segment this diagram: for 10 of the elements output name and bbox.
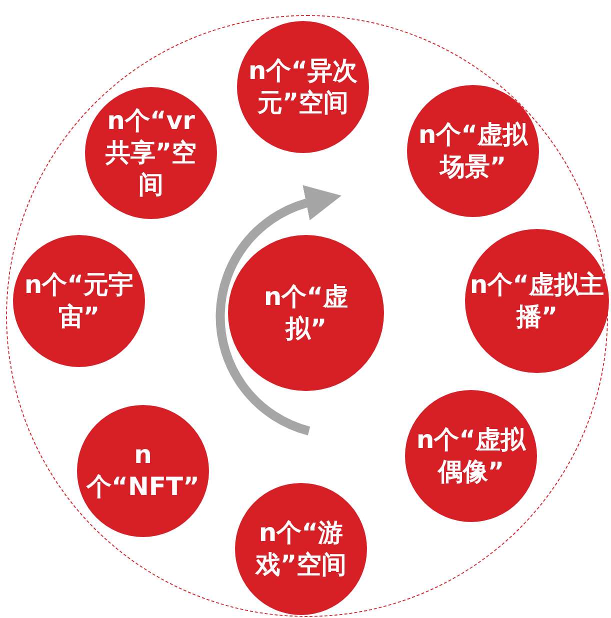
node-label: n个“异次元”空间: [248, 55, 358, 119]
node-label: n个“虚拟偶像”: [415, 424, 527, 488]
node-label: n个“虚拟主播”: [468, 269, 606, 333]
node-label: n个“元宇宙”: [24, 269, 134, 333]
node-label: n个“虚拟场景”: [417, 119, 529, 183]
node-label: n个“虚拟”: [262, 281, 350, 345]
node-label: n个“vr共享”空间: [104, 105, 198, 201]
dashed-circle: [6, 15, 608, 617]
node-label: n个“游戏”空间: [254, 517, 348, 581]
node-label: n个“NFT”: [85, 439, 200, 503]
